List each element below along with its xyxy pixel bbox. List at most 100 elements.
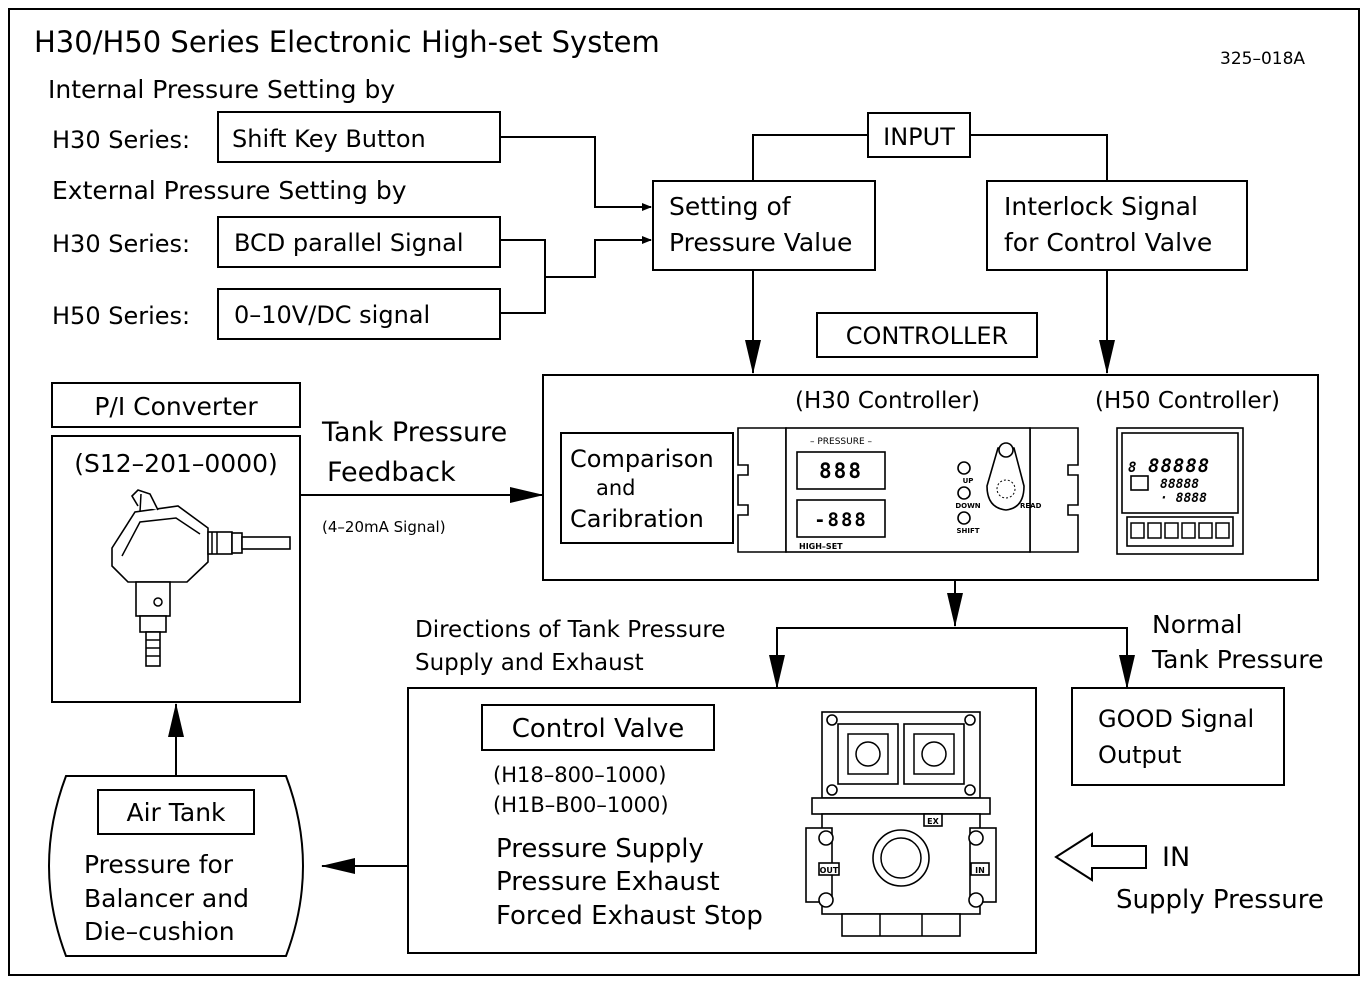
h50-indicator-lamp [1130,475,1149,491]
h50-controller-title: (H50 Controller) [1095,388,1280,414]
good-signal-line2: Output [1098,741,1181,769]
doc-number: 325–018A [1220,49,1305,69]
normal-line2: Tank Pressure [1151,645,1323,674]
external-signal-connector [545,236,652,278]
valve-part-1: (H18–800–1000) [493,763,666,787]
solenoid-left-inner [847,733,889,775]
valve-function-2: Pressure Exhaust [496,867,720,897]
valve-function-3: Forced Exhaust Stop [496,901,763,931]
h50-small-digit: 8 [1128,460,1136,476]
solenoid-right-icon [903,723,965,785]
pressure-label: – PRESSURE – [810,437,873,447]
converter-nut-icon [231,532,243,554]
high-set-display [796,499,886,538]
pi-converter-part-number: (S12–201–0000) [74,449,278,478]
input-right-connector [970,134,1108,181]
read-label: READ [1020,502,1042,510]
interlock-line2: for Control Valve [1004,228,1212,257]
valve-in-tag [970,862,990,876]
air-tank-line1: Pressure for [84,850,234,879]
external-signal-join [500,239,546,314]
feedback-line2: Feedback [327,457,456,488]
controller-label-box [816,312,1038,358]
directions-line1: Directions of Tank Pressure [415,617,725,643]
comparison-line1: Comparison [570,445,714,473]
h30-controller-title: (H30 Controller) [795,388,980,414]
shift-key-label: Shift Key Button [232,125,426,153]
control-valve-label-box [481,704,715,751]
valve-body-bolt-1 [818,830,834,846]
comparison-box [560,432,734,544]
control-valve-label: Control Valve [512,714,685,744]
supply-pressure-label: Supply Pressure [1116,885,1324,915]
bcd-signal-box [217,216,501,268]
h50-main-digits: 88888 [1148,455,1210,477]
shift-key-panel-label: SHIFT [956,527,979,535]
h50-controller-panel: 8 88888 88888 · 8888 [1116,427,1244,555]
solenoid-left-icon [837,723,899,785]
comparison-line2: and [596,476,636,500]
pi-converter-label-box [51,382,301,428]
setting-pressure-box [652,180,876,271]
setting-pressure-line1: Setting of [669,192,792,221]
diagram-title: H30/H50 Series Electronic High-set Syste… [34,25,660,59]
air-tank-line3: Die–cushion [84,917,235,946]
converter-thread-icon [145,631,161,667]
valve-bolt-3 [826,784,838,796]
converter-head-edge [121,517,201,557]
valve-ex-tag [923,813,943,827]
converter-neck-icon [139,615,167,633]
shift-key-box [217,111,501,163]
feedback-signal: (4–20mA Signal) [322,518,446,536]
controller-label: CONTROLLER [846,322,1008,350]
h50-key-3 [1164,522,1179,539]
input-label: INPUT [883,123,955,151]
h50-row3-digits: · 8888 [1160,491,1207,506]
read-knob-pivot [998,442,1014,458]
read-lamp-icon [996,479,1016,499]
valve-base-icon [841,913,961,937]
valve-function-1: Pressure Supply [496,834,704,864]
directions-line2: Supply and Exhaust [415,650,644,676]
pressure-display-digits: 888 [819,459,863,483]
output-branch [776,627,1128,688]
valve-out-tag [818,862,840,876]
read-knob-icon [986,447,1025,511]
shift-key-connector [500,136,652,211]
valve-out-label: OUT [820,866,839,875]
valve-cover-plate [811,797,991,815]
pressure-display [796,451,886,490]
h30-left-mounting-flange [737,427,787,553]
h30-controller-panel: – PRESSURE – 888 -888 HIGH–SET UP DOWN S… [737,427,1079,553]
h30-series-label-1: H30 Series: [52,126,190,154]
h30-series-label-2: H30 Series: [52,230,190,258]
valve-body-bolt-2 [968,830,984,846]
pi-converter-drawing [111,489,291,667]
supply-in-label: IN [1162,842,1190,873]
setting-pressure-line2: Pressure Value [669,228,852,257]
down-key-label: DOWN [955,502,980,510]
h50-key-row [1126,516,1234,547]
interlock-line1: Interlock Signal [1004,192,1198,221]
supply-arrow-icon [1054,832,1147,882]
air-tank-label-box [97,789,255,835]
external-setting-heading: External Pressure Setting by [52,176,407,205]
up-key-label: UP [963,477,974,485]
valve-body-bolt-4 [968,892,984,908]
up-key-icon [957,461,971,475]
input-left-connector [752,134,868,181]
valve-part-2: (H1B–B00–1000) [493,793,669,817]
converter-head-icon [111,505,209,583]
interlock-signal-box [986,180,1248,271]
converter-cap-chain [139,493,142,513]
h50-key-5 [1198,522,1213,539]
converter-body-icon [135,581,171,617]
bcd-signal-label: BCD parallel Signal [234,229,464,257]
h50-key-2 [1147,522,1162,539]
good-signal-box [1071,687,1285,786]
valve-ex-label: EX [927,817,939,826]
pi-converter-label: P/I Converter [94,392,258,421]
control-valve-drawing: EX OUT IN [805,711,997,937]
h50-key-1 [1130,522,1145,539]
